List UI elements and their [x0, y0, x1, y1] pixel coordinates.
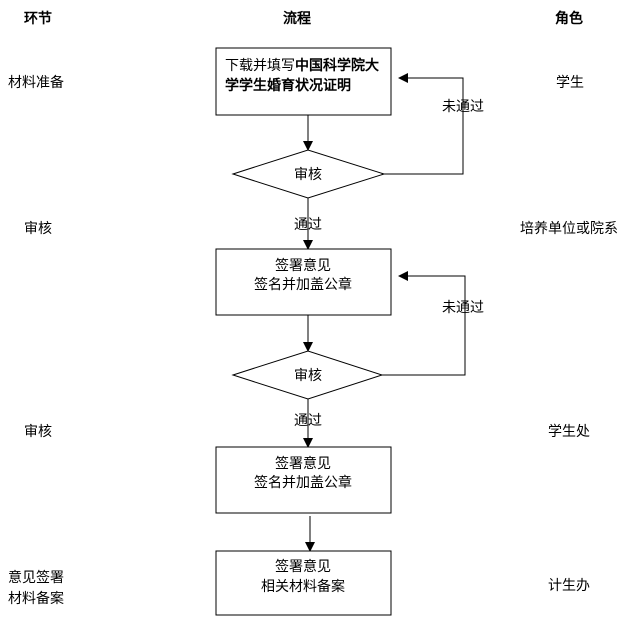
- decision2-label: 审核: [294, 368, 322, 384]
- box3-line2: 签名并加盖公章: [254, 474, 352, 491]
- stage-review-1: 审核: [24, 221, 52, 237]
- box4-line1: 签署意见: [275, 558, 331, 575]
- reject-loop-2: [382, 271, 466, 376]
- role-student-affairs: 学生处: [548, 424, 590, 440]
- process-box-sign-seal-1: [215, 248, 392, 316]
- stage-archive: 材料备案: [8, 590, 64, 607]
- box2-line2: 签名并加盖公章: [254, 276, 352, 293]
- stage-review-2: 审核: [24, 424, 52, 440]
- box1-bold1: 中国科学院大: [295, 57, 379, 74]
- stage-sign-opinion: 意见签署: [8, 569, 64, 586]
- reject-label-2: 未通过: [442, 300, 484, 316]
- box1-line1: 下载并填写中国科学院大: [225, 57, 379, 74]
- role-family-planning-office: 计生办: [548, 578, 590, 594]
- role-student: 学生: [556, 75, 584, 91]
- process-box-sign-seal-2: [215, 446, 392, 514]
- box1-line2: 学学生婚育状况证明: [225, 77, 351, 94]
- process-box-archive: [215, 550, 392, 616]
- header-stage: 环节: [24, 10, 52, 27]
- box4-line2: 相关材料备案: [261, 578, 345, 595]
- box2-line1: 签署意见: [275, 257, 331, 274]
- stage-material-prep: 材料准备: [8, 74, 64, 91]
- process-box-download-form: [215, 47, 392, 116]
- reject-label-1: 未通过: [442, 99, 484, 115]
- role-training-unit: 培养单位或院系: [520, 221, 618, 237]
- header-role: 角色: [555, 10, 583, 27]
- reject-loop-1: [384, 73, 464, 175]
- box1-prefix: 下载并填写: [225, 58, 295, 74]
- header-process: 流程: [283, 10, 311, 27]
- decision1-label: 审核: [294, 167, 322, 183]
- box3-line1: 签署意见: [275, 455, 331, 472]
